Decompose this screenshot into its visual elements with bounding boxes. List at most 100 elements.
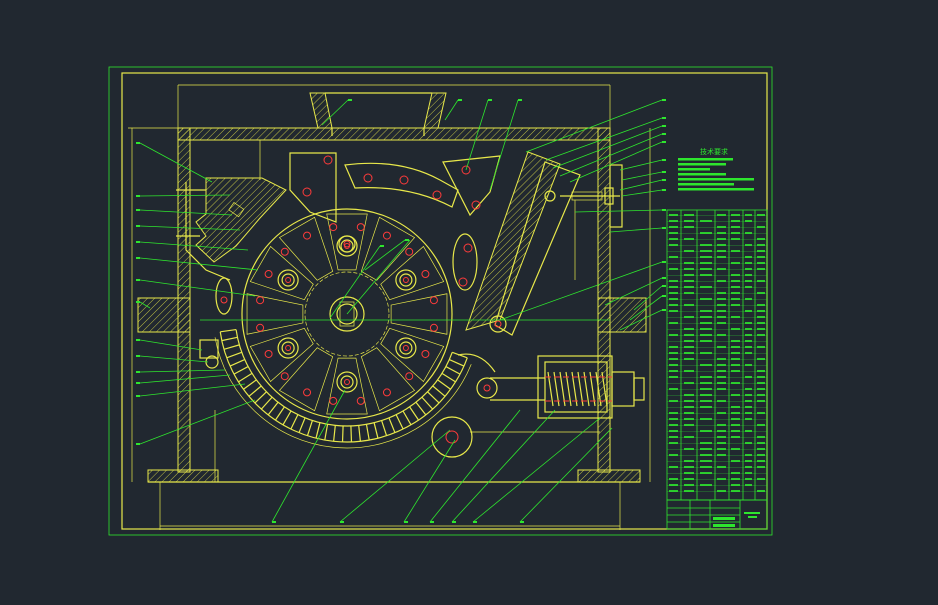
grate-bar <box>306 420 313 436</box>
leader-line <box>525 99 663 153</box>
parts-cell-text <box>745 412 752 414</box>
parts-cell-text <box>745 466 752 468</box>
parts-cell-text <box>717 214 726 216</box>
leader-tag <box>662 295 666 297</box>
parts-cell-text <box>745 364 752 366</box>
grate-bar <box>341 425 344 442</box>
parts-cell-text <box>745 388 752 390</box>
triangle-side-plate <box>442 155 501 217</box>
tensioner-pivot <box>476 377 498 399</box>
parts-cell-text <box>731 316 740 318</box>
top-pin <box>338 235 356 253</box>
parts-cell-text <box>700 232 712 234</box>
leader-line <box>139 399 256 445</box>
parts-cell-text <box>684 250 694 252</box>
parts-cell-text <box>684 460 694 462</box>
hammer-pin-center <box>285 277 292 283</box>
parts-cell-text <box>745 256 752 258</box>
hammer-pin-inner <box>399 273 413 287</box>
parts-cell-text <box>731 304 740 306</box>
leader-line <box>139 374 231 384</box>
parts-cell-text <box>717 238 726 240</box>
leader-line <box>429 409 521 523</box>
spring-tensioner <box>457 353 645 419</box>
parts-cell-text <box>717 466 726 468</box>
parts-cell-text <box>731 472 740 474</box>
parts-cell-text <box>684 448 694 450</box>
grate-bar <box>381 420 388 436</box>
spring-coil <box>595 371 602 407</box>
leader-tag <box>340 521 344 523</box>
parts-cell-text <box>700 334 712 336</box>
parts-cell-text <box>669 370 678 372</box>
leader-tag <box>662 179 666 181</box>
rotor-segment <box>380 245 445 301</box>
grate-bar <box>445 366 461 375</box>
parts-cell-text <box>745 322 752 324</box>
parts-cell-text <box>700 418 712 420</box>
leader-tag <box>136 339 140 341</box>
parts-cell-text <box>717 376 726 378</box>
grate-bar <box>220 328 237 333</box>
grate-bar <box>333 425 336 442</box>
parts-cell-text <box>700 316 712 318</box>
grate-bar <box>221 336 238 342</box>
parts-cell-text <box>669 430 678 432</box>
parts-cell-text <box>731 226 740 228</box>
parts-cell-text <box>700 244 712 246</box>
leader-tag <box>662 261 666 263</box>
rotor-bolt <box>280 247 289 256</box>
parts-cell-text <box>700 256 712 258</box>
parts-cell-text <box>731 286 740 288</box>
grate-bar <box>388 417 396 433</box>
parts-cell-text <box>757 394 765 396</box>
parts-cell-text <box>745 328 752 330</box>
parts-cell-text <box>717 430 726 432</box>
parts-cell-text <box>757 292 765 294</box>
parts-cell-text <box>731 298 740 300</box>
housing-base-right <box>577 469 641 483</box>
leader-line <box>139 142 213 183</box>
hammer-pin-center <box>402 277 409 283</box>
rotor-hub-outer <box>329 296 365 332</box>
parts-cell-text <box>669 436 678 438</box>
parts-cell-text <box>669 292 678 294</box>
rotor-bolt <box>382 231 391 240</box>
swing-plate-left <box>452 233 478 291</box>
parts-cell-text <box>684 370 694 372</box>
parts-cell-text <box>745 430 752 432</box>
leader-tag <box>136 395 140 397</box>
title-block <box>666 499 768 530</box>
parts-cell-text <box>731 436 740 438</box>
parts-cell-text <box>684 226 694 228</box>
spring-coil <box>547 371 554 407</box>
parts-cell-text <box>731 262 740 264</box>
parts-cell-text <box>717 478 726 480</box>
parts-cell-text <box>700 310 712 312</box>
leader-tag <box>136 279 140 281</box>
grate-bars <box>214 328 472 449</box>
grate-bar <box>238 372 253 383</box>
rotor-bolt <box>329 396 338 405</box>
parts-cell-text <box>745 214 752 216</box>
leader-line <box>619 309 663 331</box>
parts-cell-text <box>669 220 678 222</box>
rotor-segment <box>249 327 314 383</box>
parts-cell-text <box>669 334 678 336</box>
parts-cell-text <box>745 298 752 300</box>
parts-cell-text <box>717 412 726 414</box>
parts-cell-text <box>757 442 765 444</box>
leader-tag <box>452 521 456 523</box>
parts-cell-text <box>684 484 694 486</box>
parts-cell-text <box>731 340 740 342</box>
parts-cell-text <box>757 316 765 318</box>
leader-tag <box>405 239 409 241</box>
parts-cell-text <box>745 310 752 312</box>
rotor-bolt <box>329 223 338 232</box>
parts-cell-text <box>684 406 694 408</box>
leader-tag <box>473 521 477 523</box>
upper-curved-liner <box>344 162 459 208</box>
leader-tag <box>136 382 140 384</box>
parts-cell-text <box>731 280 740 282</box>
left-toothed-plate <box>195 177 287 263</box>
